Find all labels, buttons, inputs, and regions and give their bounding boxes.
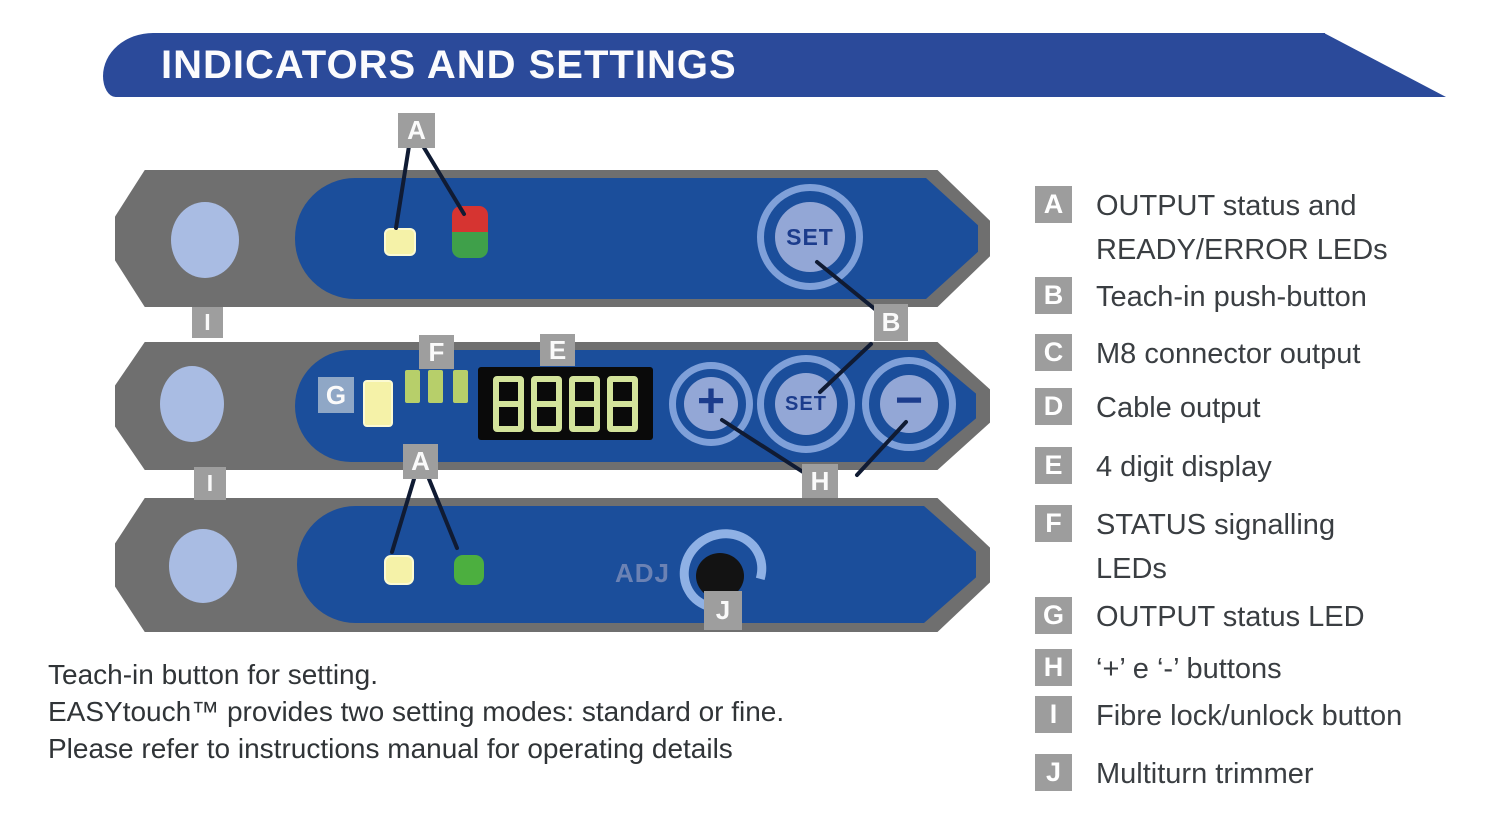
callout-b-label: B (874, 304, 908, 341)
legend-key-e: E (1035, 447, 1072, 484)
footer-note: Teach-in button for setting. EASYtouch™ … (48, 656, 784, 767)
minus-button[interactable]: − (862, 357, 956, 451)
display-digit (607, 375, 638, 432)
page-title: INDICATORS AND SETTINGS (161, 42, 737, 87)
legend-row-c: C M8 connector output (1035, 334, 1496, 376)
banner-shape (103, 33, 1325, 97)
legend-label-f: STATUS signalling LEDs (1096, 509, 1336, 585)
callout-h-label: H (802, 464, 838, 498)
legend-label-h: ‘+’ e ‘-’ buttons (1096, 653, 1282, 685)
display-digit (569, 375, 600, 432)
callout-g-label: G (318, 377, 354, 413)
legend-row-a: A OUTPUT status and READY/ERROR LEDs (1035, 186, 1496, 272)
legend-key-c: C (1035, 334, 1072, 371)
output-status-led-yellow-1 (384, 228, 416, 256)
ready-led-green (452, 232, 488, 258)
footer-text-line-1: Teach-in button for setting. (48, 659, 378, 690)
fibre-lock-button-3[interactable] (169, 529, 237, 603)
status-led-1 (405, 370, 420, 403)
callout-f-label: F (419, 335, 454, 369)
set-button-device-2[interactable]: SET (757, 355, 855, 453)
legend-label-a: OUTPUT status and READY/ERROR LEDs (1096, 190, 1388, 266)
legend-row-b: B Teach-in push-button (1035, 277, 1496, 319)
minus-button-label: − (880, 374, 938, 433)
four-digit-display (478, 367, 653, 440)
legend-row-j: J Multiturn trimmer (1035, 754, 1496, 796)
legend-row-e: E 4 digit display (1035, 447, 1496, 489)
legend-label-b: Teach-in push-button (1096, 281, 1367, 313)
fibre-lock-button-2[interactable] (160, 366, 224, 442)
legend-key-a: A (1035, 186, 1072, 223)
output-led-green-3 (454, 555, 484, 585)
output-status-led-yellow-2 (363, 380, 393, 427)
legend-key-g: G (1035, 597, 1072, 634)
legend-key-b: B (1035, 277, 1072, 314)
title-banner: INDICATORS AND SETTINGS (103, 33, 1446, 97)
callout-a-top-label: A (398, 113, 435, 148)
legend-label-d: Cable output (1096, 392, 1261, 424)
footer-text-line-2: EASYtouch™ provides two setting modes: s… (48, 696, 785, 727)
legend-row-g: G OUTPUT status LED (1035, 597, 1496, 639)
legend-row-i: I Fibre lock/unlock button (1035, 696, 1496, 738)
plus-button[interactable]: + (669, 362, 753, 446)
banner-slant-edge (1324, 33, 1446, 97)
error-led-red (452, 206, 488, 232)
ready-error-led (452, 206, 488, 258)
legend-key-f: F (1035, 505, 1072, 542)
legend-row-f: F STATUS signalling LEDs (1035, 505, 1496, 591)
legend-label-i: Fibre lock/unlock button (1096, 700, 1403, 732)
fibre-lock-button-1[interactable] (171, 202, 239, 278)
legend-key-d: D (1035, 388, 1072, 425)
status-led-3 (453, 370, 468, 403)
callout-i-lower-label: I (194, 467, 226, 500)
legend-key-i: I (1035, 696, 1072, 733)
legend-key-h: H (1035, 649, 1072, 686)
legend-row-d: D Cable output (1035, 388, 1496, 430)
callout-a-lower-label: A (403, 444, 438, 479)
plus-button-label: + (684, 375, 738, 431)
legend-label-g: OUTPUT status LED (1096, 601, 1365, 633)
legend-label-c: M8 connector output (1096, 338, 1361, 370)
legend-row-h: H ‘+’ e ‘-’ buttons (1035, 649, 1496, 691)
footer-text-line-3: Please refer to instructions manual for … (48, 733, 733, 764)
device-3 (115, 498, 990, 632)
set-button-label: SET (775, 373, 837, 435)
legend-key-j: J (1035, 754, 1072, 791)
display-digit (493, 375, 524, 432)
status-led-2 (428, 370, 443, 403)
set-button-device-1[interactable]: SET (757, 184, 863, 290)
display-digit (531, 375, 562, 432)
output-status-led-yellow-3 (384, 555, 414, 585)
callout-e-label: E (540, 334, 575, 366)
callout-j-label: J (704, 591, 742, 630)
legend-label-j: Multiturn trimmer (1096, 758, 1314, 790)
legend-label-e: 4 digit display (1096, 451, 1272, 483)
callout-i-upper-label: I (192, 307, 223, 338)
set-button-label: SET (775, 202, 845, 272)
adj-label: ADJ (615, 558, 671, 588)
